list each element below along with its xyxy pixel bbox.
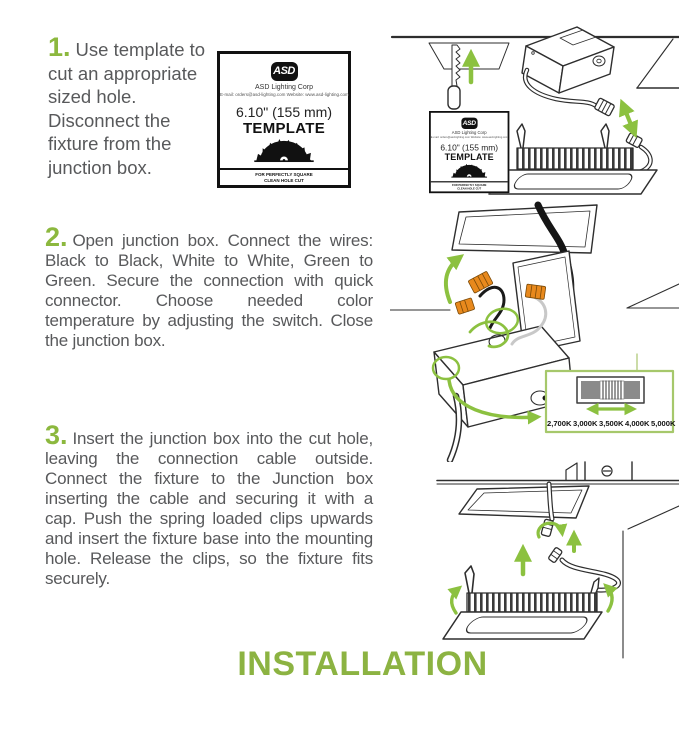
heatsink-fins	[516, 147, 634, 170]
light-fixture	[488, 123, 658, 195]
template-footnote-line2: CLEAN HOLE CUT	[264, 177, 304, 183]
template-size: 6.10" (155 mm)	[440, 142, 498, 153]
open-lid-arrow	[443, 254, 465, 304]
template-company: ASD Lighting Corp	[451, 130, 487, 135]
page-title: INSTALLATION	[237, 645, 488, 683]
connector-male	[594, 97, 615, 117]
step2-number: 2.	[45, 222, 68, 252]
saw-blade-icon	[220, 139, 348, 165]
spring-clip-left	[516, 123, 526, 149]
green-wire	[468, 320, 510, 349]
cct-switch	[576, 376, 645, 404]
step2-instructions: Open junction box. Connect the wires: Bl…	[45, 231, 373, 350]
step1-instructions: Use template to cut an appropriate sized…	[48, 39, 206, 178]
template-footnote-line2: CLEAN HOLE CUT	[457, 186, 482, 190]
white-wire	[510, 295, 548, 346]
cct-label-5000k: 5,000K	[651, 419, 676, 428]
step1-number: 1.	[48, 32, 71, 62]
black-wire	[478, 285, 506, 330]
color-temperature-callout: 2,700K 3,000K 3,500K 4,000K 5,000K	[544, 369, 676, 434]
cable-clamp	[565, 462, 578, 481]
step3-text-block: 3.Insert the junction box into the cut h…	[45, 422, 373, 589]
junction-box	[521, 26, 615, 94]
template-contact: E-mail: orders@asd-lighting.com Website:…	[430, 135, 509, 139]
clip-arrow-left	[447, 585, 463, 615]
cct-label-2700k: 2,700K	[547, 419, 572, 428]
step2-text-block: 2.Open junction box. Connect the wires: …	[45, 224, 373, 351]
spring-clip-left	[464, 565, 475, 594]
asd-logo-icon: ASD	[461, 117, 478, 129]
step1-illustration	[390, 26, 679, 195]
cct-label-3000k: 3,000K	[573, 419, 598, 428]
cut-hole	[428, 42, 510, 70]
step2-illustration: 2,700K 3,000K 3,500K 4,000K 5,000K	[390, 201, 679, 462]
cct-label-4000k: 4,000K	[625, 419, 650, 428]
template-footnote-line1: FOR PERFECTLY SQUARE	[451, 183, 487, 187]
step3-instructions: Insert the junction box into the cut hol…	[45, 429, 373, 588]
step3-illustration	[436, 461, 679, 659]
template-title: TEMPLATE	[444, 152, 494, 163]
wall-corner-line	[626, 283, 679, 309]
ceiling-opening	[451, 204, 598, 254]
highlight-circle-wires	[484, 307, 520, 335]
quick-connector-1	[468, 271, 493, 294]
junction-box-installed	[565, 461, 633, 481]
switch-pointer-arrow	[447, 378, 542, 425]
cct-label-3500k: 3,500K	[599, 419, 624, 428]
template-card-in-illustration: ASD ASD Lighting Corp E-mail: orders@asd…	[429, 111, 510, 194]
heatsink-fins	[466, 592, 598, 613]
fixture-lens	[465, 616, 588, 634]
step1-text-block: 1.Use template to cut an appropriate siz…	[48, 34, 220, 180]
wall-corner-line	[627, 505, 679, 530]
asd-logo-icon: ASD	[270, 62, 298, 81]
connector-female	[548, 547, 563, 563]
clip-arrow-right	[603, 583, 618, 613]
light-fixture	[442, 565, 603, 640]
mounting-hole	[458, 485, 590, 519]
template-contact: E-mail: orders@asd-lighting.com Website:…	[220, 92, 349, 97]
step3-number: 3.	[45, 420, 68, 450]
fixture-lens	[513, 173, 633, 190]
highlight-circle-port	[431, 355, 461, 381]
quick-connector-3	[524, 283, 547, 300]
template-company: ASD Lighting Corp	[255, 84, 313, 91]
template-title: TEMPLATE	[242, 120, 326, 137]
template-card: ASD ASD Lighting Corp E-mail: orders@asd…	[217, 51, 351, 188]
wall-corner-line	[636, 38, 674, 89]
quick-connector-2	[454, 297, 475, 315]
template-footnote: FOR PERFECTLY SQUARE CLEAN HOLE CUT	[430, 181, 508, 191]
template-footnote: FOR PERFECTLY SQUARE CLEAN HOLE CUT	[220, 168, 348, 185]
spring-clip-right	[589, 577, 600, 598]
twist-arrow	[536, 521, 568, 539]
saw-icon	[447, 44, 461, 110]
disconnect-arrow	[619, 98, 638, 139]
template-size: 6.10" (155 mm)	[235, 104, 332, 120]
saw-blade-icon	[431, 163, 508, 180]
template-footnote-line1: FOR PERFECTLY SQUARE	[255, 172, 313, 177]
spring-clip-right	[600, 123, 610, 149]
junction-box-lid	[512, 250, 581, 354]
